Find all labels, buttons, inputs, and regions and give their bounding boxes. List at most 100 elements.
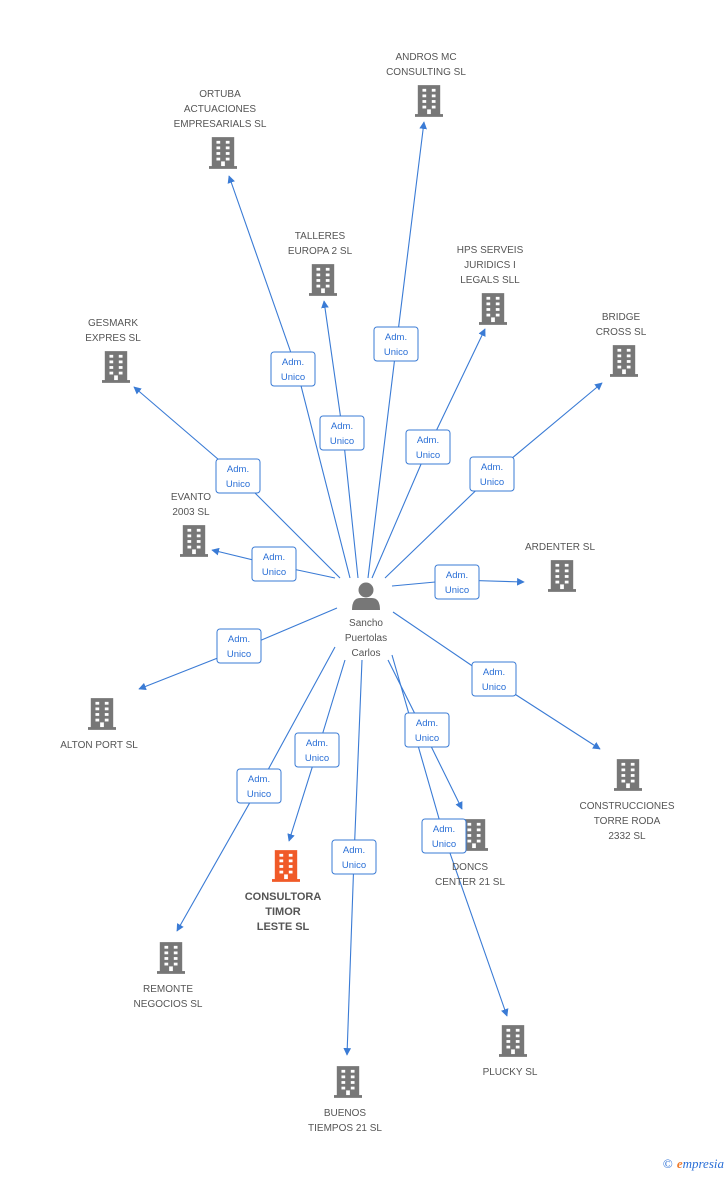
company-label: EMPRESARIALS SL — [174, 119, 267, 130]
brand-name: mpresia — [682, 1156, 724, 1171]
company-node-construcciones[interactable]: CONSTRUCCIONES TORRE RODA 2332 SL — [579, 759, 675, 842]
edge-label-box — [319, 415, 365, 451]
company-label: ANDROS MC — [395, 52, 456, 63]
company-node-ardenter[interactable]: ARDENTER SL — [525, 542, 595, 592]
company-label: PLUCKY SL — [483, 1067, 538, 1078]
edge-label-box — [270, 351, 316, 387]
company-node-plucky[interactable]: PLUCKY SL — [483, 1025, 538, 1078]
edge-role-text: Adm. — [306, 738, 328, 749]
company-label: CROSS SL — [596, 327, 647, 338]
company-node-gesmark[interactable]: GESMARK EXPRES SL — [85, 318, 141, 383]
company-label: ORTUBA — [199, 89, 241, 100]
company-label: EXPRES SL — [85, 333, 141, 344]
edge-label-alton: Adm.Unico — [216, 628, 262, 664]
edge-role-text: Unico — [330, 436, 354, 447]
company-label: GESMARK — [88, 318, 138, 329]
edge-role-text: Unico — [432, 839, 456, 850]
company-label: EUROPA 2 SL — [288, 246, 353, 257]
edge-label-ardenter: Adm. Unico — [434, 564, 480, 600]
edge-role-text: Adm. — [483, 667, 505, 678]
edge-role-text: Adm. — [227, 464, 249, 475]
company-label: TORRE RODA — [594, 816, 661, 827]
building-icon — [479, 293, 507, 325]
edge-label-box — [236, 768, 282, 804]
edge-role-text: Adm. — [416, 718, 438, 729]
company-label: ALTON PORT SL — [60, 740, 138, 751]
building-icon — [157, 942, 185, 974]
edge-label-andros: Adm. Unico — [373, 326, 419, 362]
company-node-alton[interactable]: ALTON PORT SL — [60, 698, 138, 751]
edge-role-text: Adm. — [263, 552, 285, 563]
person-icon — [352, 598, 380, 610]
company-label: NEGOCIOS SL — [134, 999, 203, 1010]
edge-label-hps: Adm.Unico — [405, 429, 451, 465]
building-icon — [272, 850, 300, 882]
company-label: REMONTE — [143, 984, 193, 995]
person-name-label: Puertolas — [345, 633, 387, 644]
edge-label-box — [471, 661, 517, 697]
company-label: CONSULTORA — [245, 891, 322, 903]
building-icon — [88, 698, 116, 730]
company-node-remonte[interactable]: REMONTE NEGOCIOS SL — [134, 942, 203, 1010]
company-label: JURIDICS I — [464, 260, 516, 271]
person-name-label: Sancho — [349, 618, 383, 629]
company-label: CONSTRUCCIONES — [579, 801, 674, 812]
edge-label-bridge: Adm.Unico — [469, 456, 515, 492]
edge-role-text: Adm. — [331, 421, 353, 432]
edge-role-text: Unico — [342, 860, 366, 871]
company-label: LEGALS SLL — [460, 275, 520, 286]
company-label: BUENOS — [324, 1108, 367, 1119]
company-label: TIMOR — [265, 906, 300, 918]
edge-label-box — [215, 458, 261, 494]
edge-role-text: Unico — [305, 753, 329, 764]
edge-label-box — [404, 712, 450, 748]
brand-logo: ©empresia — [663, 1156, 724, 1172]
building-icon — [548, 560, 576, 592]
edge-role-text: Unico — [262, 567, 286, 578]
edge-role-text: Adm. — [385, 332, 407, 343]
edge-label-talleres: Adm. Unico — [319, 415, 365, 451]
edge-label-consultora: Adm. Unico — [294, 732, 340, 768]
edge-role-text: Unico — [281, 372, 305, 383]
edge-role-text: Unico — [384, 347, 408, 358]
edge-label-box — [469, 456, 515, 492]
building-icon — [309, 264, 337, 296]
edge-label-box — [373, 326, 419, 362]
edge-role-text: Unico — [415, 733, 439, 744]
person-name-label: Carlos — [352, 648, 381, 659]
building-icon — [180, 525, 208, 557]
company-label: HPS SERVEIS — [457, 245, 524, 256]
edge-label-ortuba: Adm.Unico — [270, 351, 316, 387]
edge-label-box — [331, 839, 377, 875]
edge-role-text: Unico — [226, 479, 250, 490]
building-icon — [209, 137, 237, 169]
edge-role-text: Adm. — [417, 435, 439, 446]
company-node-hps[interactable]: HPS SERVEIS JURIDICS I LEGALS SLL — [457, 245, 524, 325]
edge-label-construcciones: Adm.Unico — [471, 661, 517, 697]
edge-role-text: Adm. — [228, 634, 250, 645]
edge-label-box — [216, 628, 262, 664]
edge-role-text: Adm. — [481, 462, 503, 473]
edge-role-text: Adm. — [446, 570, 468, 581]
building-icon — [102, 351, 130, 383]
edge-label-plucky: Adm. Unico — [421, 818, 467, 854]
building-icon — [610, 345, 638, 377]
edge-role-text: Unico — [445, 585, 469, 596]
company-label: 2332 SL — [608, 831, 646, 842]
company-label: ARDENTER SL — [525, 542, 595, 553]
edge-role-text: Adm. — [248, 774, 270, 785]
edge-role-text: Unico — [247, 789, 271, 800]
company-label: EVANTO — [171, 492, 211, 503]
edge-role-text: Adm. — [433, 824, 455, 835]
